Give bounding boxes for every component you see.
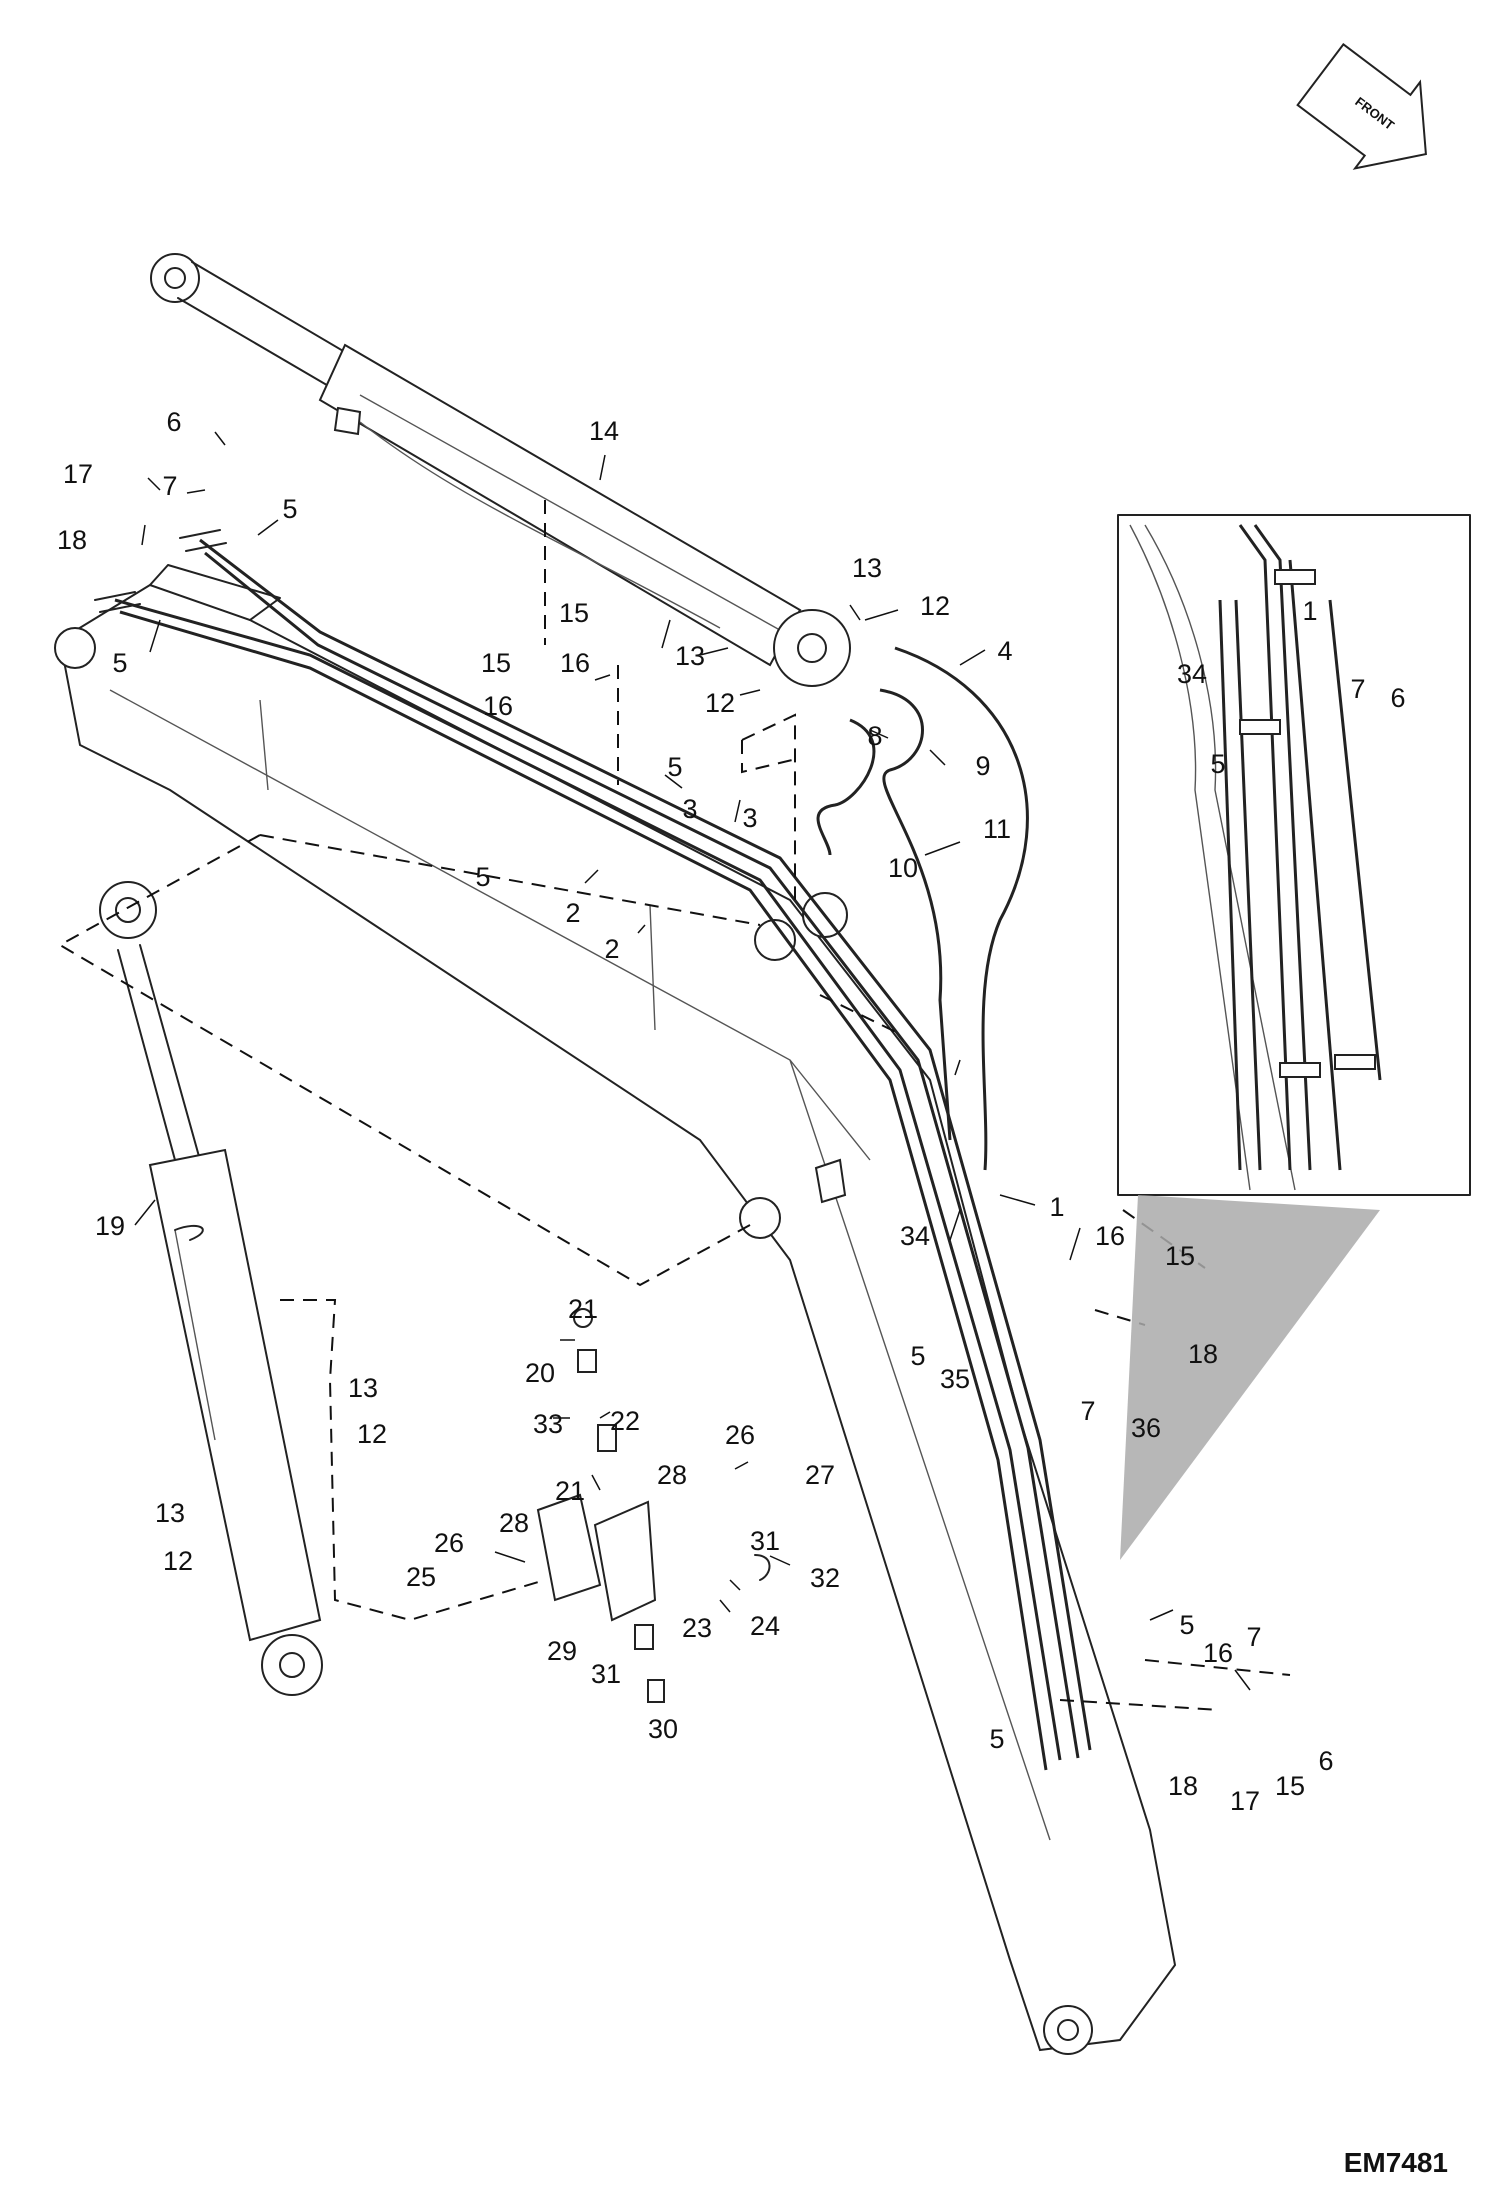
callout-5f: 5 (1179, 1610, 1194, 1640)
callout-32: 32 (810, 1563, 840, 1593)
callout-36: 36 (1131, 1413, 1161, 1443)
callout-19: 19 (95, 1211, 125, 1241)
callout-6: 6 (166, 407, 181, 437)
figure-ref-code: EM7481 (1344, 2147, 1448, 2178)
callout-8: 8 (867, 721, 882, 751)
arm-cylinder (99, 881, 323, 1696)
callout-10: 10 (888, 853, 918, 883)
callout-25: 25 (406, 1562, 436, 1592)
callout-31b: 31 (591, 1659, 621, 1689)
valve-assembly (536, 1308, 771, 1703)
hoses (816, 646, 1029, 1171)
callout-12d: 12 (163, 1546, 193, 1576)
callouts: 6 17 7 5 18 5 14 15 15 16 16 13 12 13 4 … (57, 407, 1406, 1816)
callout-13c: 13 (348, 1373, 378, 1403)
callout-1: 1 (1049, 1192, 1064, 1222)
callout-27: 27 (805, 1460, 835, 1490)
callout-26: 26 (725, 1420, 755, 1450)
callout-4: 4 (997, 636, 1012, 666)
callout-18: 18 (57, 525, 87, 555)
callout-9: 9 (975, 751, 990, 781)
front-arrow-icon: FRONT (1296, 42, 1427, 170)
callout-6b: 6 (1318, 1746, 1333, 1776)
inset-callout-wedge (1120, 1195, 1380, 1560)
boom-cylinder (150, 253, 851, 687)
detail-inset (1117, 514, 1471, 1196)
callout-18c: 18 (1168, 1771, 1198, 1801)
callout-5g: 5 (989, 1724, 1004, 1754)
callout-28b: 28 (499, 1508, 529, 1538)
callout-12c: 12 (357, 1419, 387, 1449)
callout-21: 21 (568, 1294, 598, 1324)
callout-31: 31 (750, 1526, 780, 1556)
boom-body (54, 564, 1177, 2055)
callout-13b: 13 (675, 641, 705, 671)
callout-5c: 5 (667, 752, 682, 782)
callout-16c: 16 (1095, 1221, 1125, 1251)
inset-callout-7: 7 (1350, 674, 1365, 704)
callout-5d: 5 (475, 862, 490, 892)
callout-7b: 7 (1080, 1396, 1095, 1426)
callout-5: 5 (282, 494, 297, 524)
callout-13d: 13 (155, 1498, 185, 1528)
callout-15c: 15 (1165, 1241, 1195, 1271)
inset-callout-34: 34 (1177, 659, 1207, 689)
callout-16: 16 (560, 648, 590, 678)
callout-5b: 5 (112, 648, 127, 678)
callout-3: 3 (682, 794, 697, 824)
callout-17: 17 (63, 459, 93, 489)
callout-23: 23 (682, 1613, 712, 1643)
callout-7c: 7 (1246, 1622, 1261, 1652)
callout-5e: 5 (910, 1341, 925, 1371)
callout-28: 28 (657, 1460, 687, 1490)
hydraulic-tubes (94, 529, 1092, 1771)
callout-11: 11 (983, 814, 1011, 844)
callout-12b: 12 (705, 688, 735, 718)
callout-35: 35 (940, 1364, 970, 1394)
callout-29: 29 (547, 1636, 577, 1666)
inset-callout-1: 1 (1302, 596, 1317, 626)
callout-30: 30 (648, 1714, 678, 1744)
callout-3b: 3 (742, 803, 757, 833)
callout-16d: 16 (1203, 1638, 1233, 1668)
callout-15b: 15 (481, 648, 511, 678)
callout-2b: 2 (604, 934, 619, 964)
callout-20: 20 (525, 1358, 555, 1388)
callout-34: 34 (900, 1221, 930, 1251)
callout-14: 14 (589, 416, 619, 446)
callout-15: 15 (559, 598, 589, 628)
inset-callout-6: 6 (1390, 683, 1405, 713)
callout-26b: 26 (434, 1528, 464, 1558)
callout-15d: 15 (1275, 1771, 1305, 1801)
callout-17b: 17 (1230, 1786, 1260, 1816)
leader-lines (134, 431, 1251, 1691)
callout-18b: 18 (1188, 1339, 1218, 1369)
callout-12: 12 (920, 591, 950, 621)
callout-2: 2 (565, 898, 580, 928)
callout-13: 13 (852, 553, 882, 583)
inset-callout-5: 5 (1210, 749, 1225, 779)
callout-24: 24 (750, 1611, 780, 1641)
callout-7: 7 (162, 471, 177, 501)
callout-21b: 21 (555, 1476, 585, 1506)
dashed-guides (57, 500, 1291, 1711)
callout-22: 22 (610, 1406, 640, 1436)
callout-16b: 16 (483, 691, 513, 721)
callout-33: 33 (533, 1409, 563, 1439)
